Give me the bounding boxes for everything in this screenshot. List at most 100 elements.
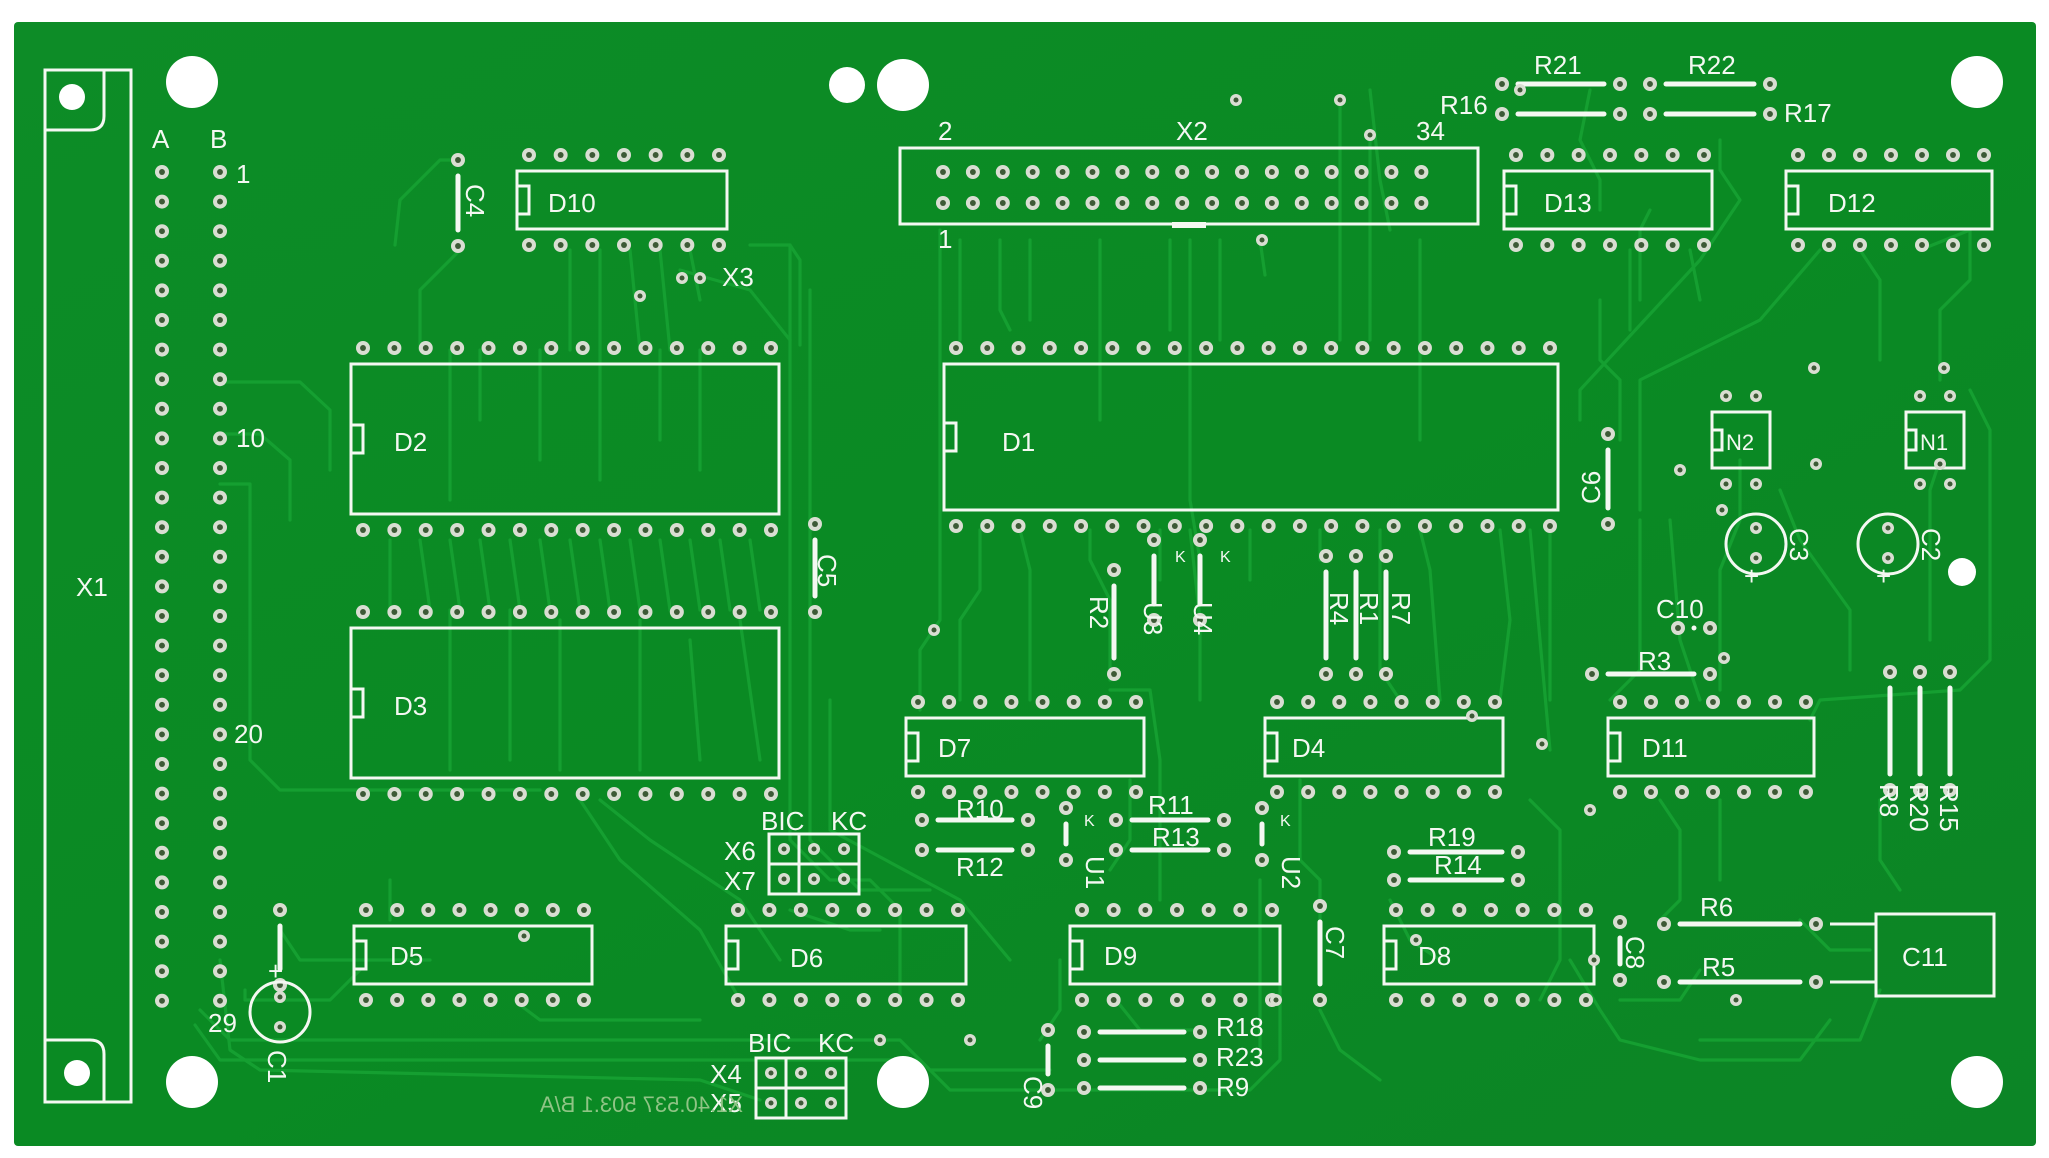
capacitor-c1: + C1	[248, 956, 312, 1083]
solder-pad	[390, 993, 405, 1007]
solder-pad	[1136, 341, 1151, 355]
solder-pad	[1021, 843, 1035, 857]
solder-pad	[856, 993, 871, 1007]
solder-pad	[1853, 238, 1867, 252]
solder-pad	[1004, 695, 1019, 709]
solder-pad	[1511, 341, 1526, 355]
solder-pad	[1319, 549, 1333, 563]
solder-pad	[638, 523, 653, 537]
c2-plus: +	[1876, 561, 1891, 591]
solder-pad	[213, 786, 227, 801]
solder-pad	[919, 903, 934, 917]
solder-pad	[1799, 785, 1813, 799]
solder-pad	[1716, 504, 1728, 516]
solder-pad	[1675, 785, 1689, 799]
solder-pad	[155, 253, 169, 268]
two-pad-part	[1041, 1023, 1055, 1097]
solder-pad	[701, 787, 716, 801]
solder-pad	[155, 372, 169, 387]
part-number: Х1.40.537 503.1 В/А	[540, 1092, 743, 1117]
solder-pad	[648, 148, 663, 162]
solder-pad	[1167, 519, 1182, 533]
solder-pad	[808, 517, 822, 531]
solder-pad	[1946, 238, 1960, 252]
solder-pad	[1313, 993, 1327, 1007]
solder-pad	[1466, 710, 1478, 722]
c7-label: C7	[1320, 926, 1350, 959]
solder-pad	[155, 609, 169, 623]
solder-pad	[155, 165, 169, 179]
x1-pin-20-label: 20	[234, 719, 263, 749]
c8-label: C8	[1620, 936, 1650, 969]
u3-cathode-label: K	[1175, 549, 1186, 566]
solder-pad	[545, 903, 560, 917]
two-pad-part	[1107, 563, 1121, 681]
solder-pad	[936, 165, 950, 179]
solder-pad	[155, 549, 169, 564]
solder-pad	[1264, 196, 1279, 210]
solder-pad	[213, 668, 227, 683]
solder-pad	[1193, 1025, 1207, 1039]
solder-pad	[732, 523, 747, 537]
chip-d4: D4	[1263, 695, 1505, 799]
solder-pad	[1379, 549, 1393, 563]
solder-pad	[1697, 148, 1711, 162]
chip-d6: D6	[724, 903, 968, 1007]
solder-pad	[1041, 1023, 1055, 1037]
solder-pad	[1389, 993, 1403, 1007]
chip-n2: N2	[1710, 390, 1772, 490]
solder-pad	[213, 520, 227, 535]
solder-pad	[359, 903, 373, 917]
u2-label: U2	[1276, 856, 1306, 889]
solder-pad	[1449, 519, 1464, 533]
solder-pad	[1882, 522, 1894, 534]
solder-pad	[1809, 917, 1823, 931]
solder-pad	[1264, 165, 1279, 179]
solder-pad	[1883, 783, 1897, 797]
jumper-x3: X3	[722, 262, 754, 292]
x2-label: X2	[1176, 116, 1208, 146]
u4-cathode-label: K	[1220, 549, 1231, 566]
solder-pad	[911, 695, 925, 709]
solder-pad	[418, 523, 433, 537]
solder-pad	[553, 238, 568, 252]
solder-pad	[1074, 519, 1089, 533]
solder-pad	[213, 342, 227, 357]
solder-pad	[1915, 238, 1929, 252]
solder-pad	[213, 905, 227, 919]
solder-pad	[607, 605, 622, 619]
solder-pad	[155, 313, 169, 327]
solder-pad	[512, 523, 527, 537]
solder-pad	[1107, 563, 1121, 577]
solder-pad	[213, 964, 227, 979]
solder-pad	[1452, 903, 1467, 917]
chip-d8: D8	[1382, 903, 1596, 1007]
solder-pad	[1292, 341, 1307, 355]
jumper-x3-pads	[676, 272, 706, 284]
solder-pad	[888, 903, 903, 917]
solder-pad	[1543, 341, 1557, 355]
jumper-kc-label-bottom: KC	[818, 1028, 854, 1058]
solder-pad	[915, 843, 929, 857]
two-pad-part	[1077, 1025, 1207, 1039]
solder-pad	[450, 341, 465, 355]
solder-pad	[1138, 993, 1153, 1007]
solder-pad	[155, 845, 169, 860]
r10-label: R10	[956, 794, 1004, 824]
r8-label: R8	[1874, 784, 1904, 817]
solder-pad	[765, 1097, 777, 1109]
solder-pad	[1484, 903, 1498, 917]
solder-pad	[1420, 903, 1435, 917]
two-pad-part	[1643, 77, 1777, 91]
solder-pad	[949, 341, 963, 355]
solder-pad	[1480, 341, 1495, 355]
solder-pad	[544, 523, 559, 537]
x2-pin-2-label: 2	[938, 116, 952, 146]
solder-pad	[1041, 1083, 1055, 1097]
solder-pad	[155, 461, 169, 475]
solder-pad	[1201, 903, 1216, 917]
x1-col-a-label: A	[152, 124, 170, 154]
two-pad-part	[1657, 917, 1823, 931]
solder-pad	[1363, 695, 1378, 709]
solder-pad	[213, 875, 227, 890]
